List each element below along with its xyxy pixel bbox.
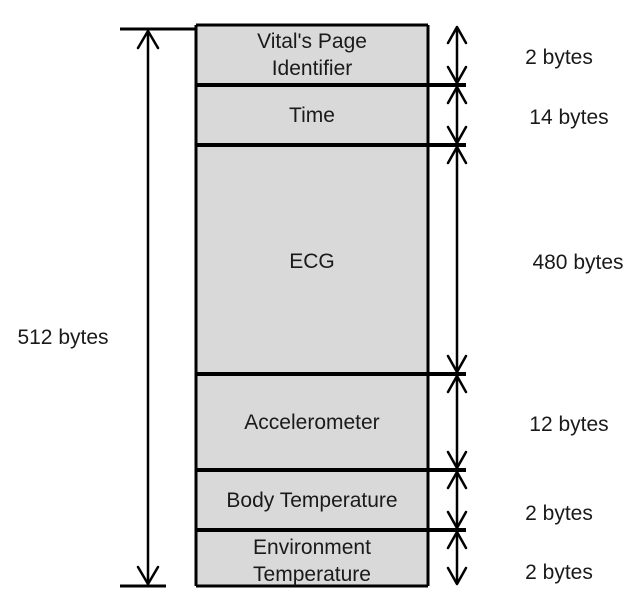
segment-ecg: [196, 145, 428, 374]
size-arrow-head-up: [446, 374, 468, 394]
segment-time: [196, 85, 428, 145]
label-environment-temperature-line-2: Temperature: [253, 563, 371, 586]
size-arrow-head-down: [446, 65, 468, 85]
segment-environment-temperature: [196, 530, 428, 586]
label-vital-page-identifier: Vital's Page: [257, 30, 367, 53]
segment-body-temperature: [196, 470, 428, 530]
segment-vital-page-identifier: [196, 25, 428, 85]
size-arrow-head-down: [446, 354, 468, 374]
size-arrow-ecg: [446, 145, 468, 374]
size-arrow-head-up: [446, 470, 468, 490]
total-size-arrow: [120, 27, 196, 588]
size-label-body-temperature: 2 bytes: [525, 502, 593, 525]
size-arrow-head-up: [446, 145, 468, 165]
stack-frame: [194, 23, 430, 588]
size-arrow-body-temperature: [446, 470, 468, 530]
size-arrow-head-up: [446, 85, 468, 105]
size-arrow-accelerometer: [446, 374, 468, 470]
size-arrow-head-down: [446, 125, 468, 145]
label-ecg: ECG: [289, 250, 335, 273]
size-arrow-head-down: [446, 450, 468, 470]
label-body-temperature: Body Temperature: [226, 489, 397, 512]
size-arrow-head-up: [446, 530, 468, 550]
label-accelerometer: Accelerometer: [244, 411, 379, 434]
segment-dividers: [196, 83, 466, 532]
size-label-vital-page-identifier: 2 bytes: [525, 46, 593, 69]
total-arrow-head-down: [136, 565, 160, 586]
label-time: Time: [289, 104, 335, 127]
label-environment-temperature: Environment: [253, 536, 371, 559]
segment-labels: Vital's Page Identifier Time ECG Acceler…: [226, 30, 397, 586]
segment-size-arrows: [446, 25, 468, 586]
total-size-label: 512 bytes: [17, 326, 108, 349]
segment-size-labels: 2 bytes 14 bytes 480 bytes 12 bytes 2 by…: [525, 46, 623, 584]
size-label-accelerometer: 12 bytes: [529, 413, 608, 436]
size-label-environment-temperature: 2 bytes: [525, 561, 593, 584]
size-arrow-vital-page-identifier: [446, 25, 468, 85]
segment-fills: [196, 25, 428, 586]
size-arrow-environment-temperature: [446, 530, 468, 586]
size-arrow-time: [446, 85, 468, 145]
size-arrow-head-up: [446, 25, 468, 45]
total-arrow-head-up: [136, 29, 160, 50]
size-arrow-head-down: [446, 510, 468, 530]
size-label-time: 14 bytes: [529, 106, 608, 129]
size-arrow-head-down: [446, 566, 468, 586]
label-vital-page-identifier-line-2: Identifier: [272, 57, 353, 80]
size-label-ecg: 480 bytes: [532, 251, 623, 274]
segment-accelerometer: [196, 374, 428, 470]
